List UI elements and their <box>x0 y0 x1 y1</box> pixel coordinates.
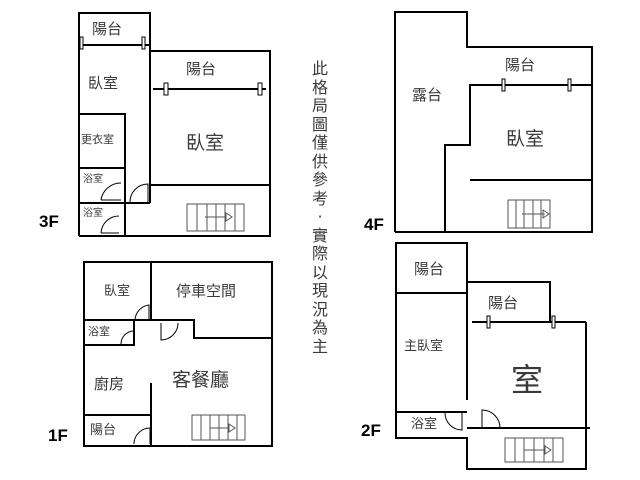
window-post <box>257 82 263 96</box>
room-label-balcony: 陽台 <box>186 60 217 78</box>
room-label-terrace: 露台 <box>412 86 443 104</box>
stairs-2f <box>504 437 564 463</box>
floor-label-4f: 4F <box>364 215 384 234</box>
wall <box>83 261 273 447</box>
door <box>129 183 149 203</box>
disclaimer-note: 此格局圖僅供參考·實際以現況為主 <box>311 59 328 356</box>
wall <box>395 242 468 294</box>
room-label-living-dining: 客餐廳 <box>172 369 230 391</box>
floor-label-1f: 1F <box>48 426 68 445</box>
floor-3f-walls <box>78 11 593 470</box>
door <box>100 215 120 234</box>
stairs <box>186 199 564 463</box>
door <box>444 412 463 431</box>
window-post <box>79 36 84 50</box>
floor-label-2f: 2F <box>361 421 381 440</box>
wall <box>395 293 587 470</box>
room-label-bedroom: 臥室 <box>88 74 119 92</box>
window-post <box>501 78 506 92</box>
door <box>481 409 501 429</box>
room-label-balcony: 陽台 <box>90 423 117 438</box>
room-label-bedroom: 臥室 <box>506 128 545 150</box>
window-post <box>141 36 146 50</box>
room-label-balcony: 陽台 <box>505 56 536 74</box>
room-label-bathroom: 浴室 <box>411 417 438 432</box>
stairs-4f <box>507 199 551 229</box>
doors <box>100 182 501 445</box>
wall <box>394 11 593 233</box>
room-label-bedroom: 臥室 <box>186 132 225 154</box>
wall <box>444 84 592 232</box>
door <box>100 182 122 201</box>
room-label-bathroom: 浴室 <box>83 174 103 185</box>
wall <box>84 319 272 339</box>
wall <box>466 281 551 322</box>
floor-label-3f: 3F <box>39 212 59 231</box>
window-post <box>567 78 572 92</box>
window-post <box>486 315 491 329</box>
room-label-room: 室 <box>511 361 544 399</box>
wall <box>84 320 135 346</box>
stairs-3f <box>186 203 245 232</box>
wall <box>79 113 126 236</box>
room-label-parking: 停車空間 <box>176 282 237 300</box>
door <box>133 427 151 445</box>
window-post <box>551 315 556 329</box>
room-label-bathroom: 浴室 <box>83 208 103 219</box>
room-label-kitchen: 廚房 <box>94 375 125 393</box>
room-label-bedroom: 臥室 <box>104 284 131 299</box>
room-label-balcony: 陽台 <box>414 260 445 278</box>
room-label-master-bedroom: 主臥室 <box>404 339 444 354</box>
window-post <box>163 82 169 96</box>
room-label-bathroom: 浴室 <box>88 325 110 338</box>
window-posts <box>79 36 572 329</box>
room-label-dressing-room: 更衣室 <box>81 133 114 146</box>
wall <box>79 50 271 237</box>
door <box>120 330 135 345</box>
wall <box>78 12 151 236</box>
door <box>134 304 150 321</box>
door <box>160 322 179 341</box>
room-label-balcony: 陽台 <box>488 294 519 312</box>
stairs-1f <box>191 414 246 441</box>
room-label-balcony: 陽台 <box>92 20 123 38</box>
